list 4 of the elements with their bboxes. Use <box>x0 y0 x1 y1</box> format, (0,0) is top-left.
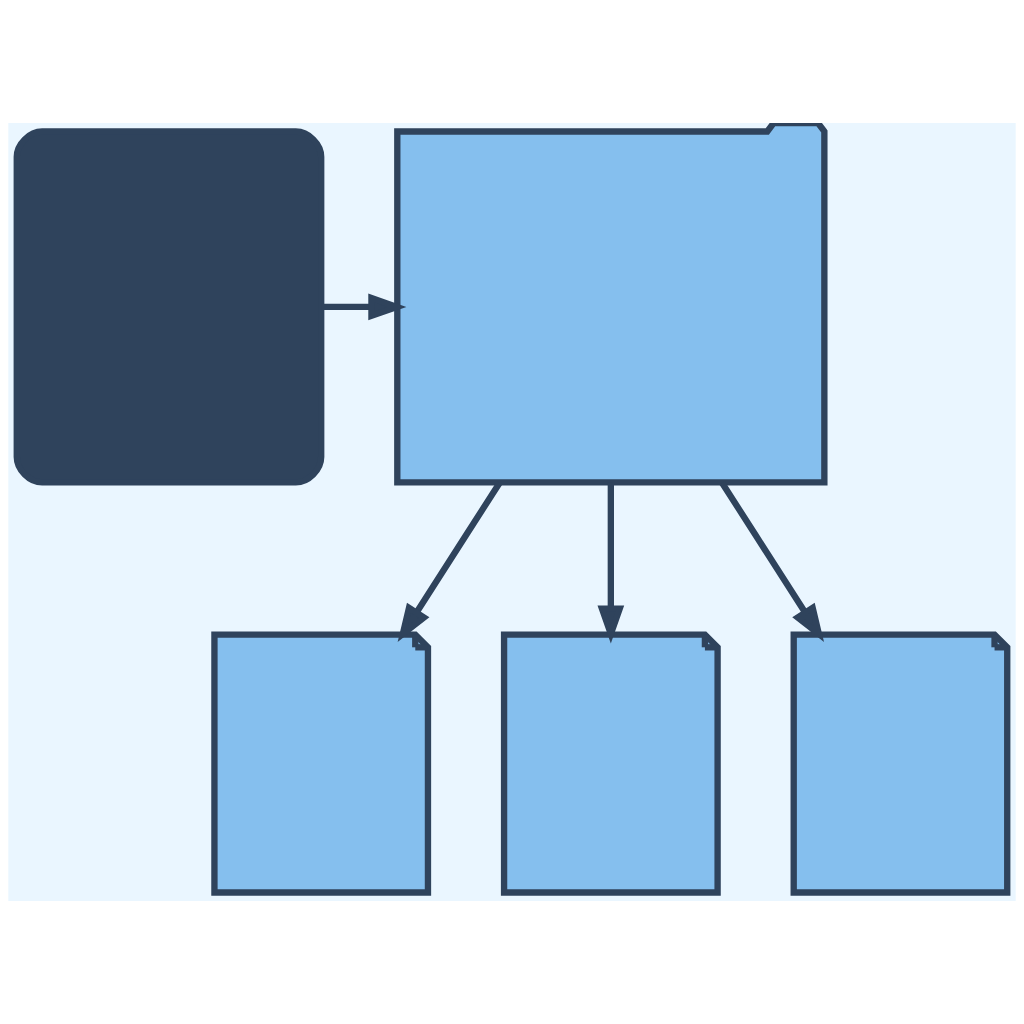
arrow <box>597 482 625 644</box>
node-box <box>13 128 325 486</box>
node-folder <box>394 123 828 486</box>
arrow <box>321 293 407 321</box>
